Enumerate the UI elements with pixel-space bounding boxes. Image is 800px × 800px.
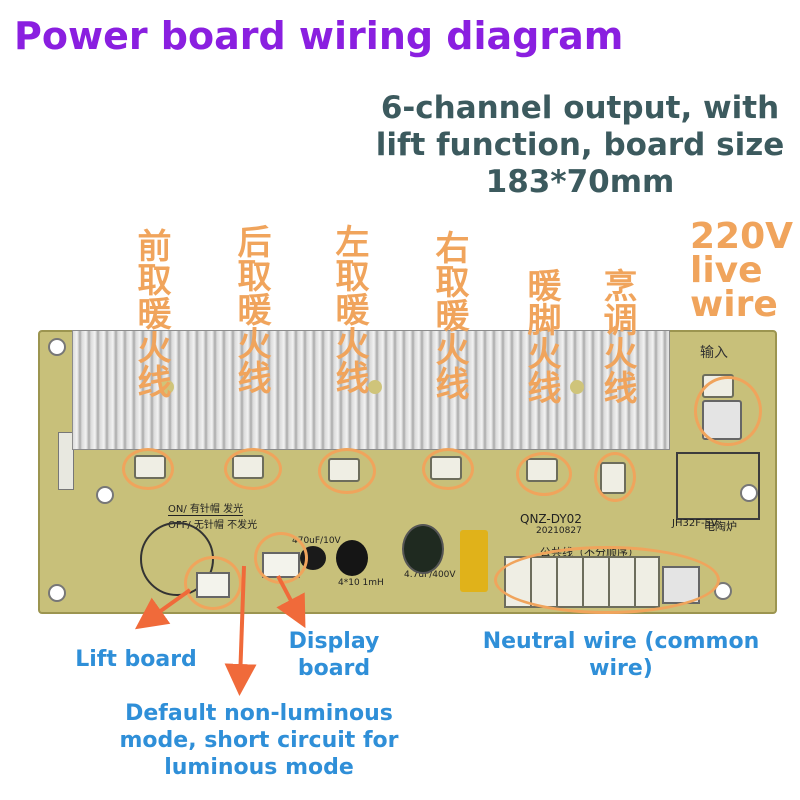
inductor: [336, 540, 368, 576]
diagram-title: Power board wiring diagram: [14, 14, 624, 58]
channel-label-foot-heat: 暖脚火线: [521, 268, 561, 404]
terminal-highlight-ring: [224, 448, 282, 490]
terminal-highlight-ring: [594, 452, 636, 502]
relay-outline: [676, 452, 760, 520]
lift-connector-highlight-ring: [184, 556, 242, 610]
mount-hole: [48, 584, 66, 602]
lift-arrow: [134, 588, 192, 630]
neutral-highlight-ring: [494, 546, 720, 614]
edge-connector: [58, 432, 74, 490]
neutral-wire-label: Neutral wire (common wire): [482, 629, 760, 681]
stove-marking: 电陶炉: [704, 520, 737, 533]
relay-marking: JH32F-5V: [672, 518, 718, 529]
jumper-arrow: [224, 565, 257, 696]
display-board-label: Display board: [288, 629, 380, 681]
off-marking: OFF/ 无针帽 不发光: [168, 520, 258, 531]
inductor-marking: 4*10 1mH: [338, 578, 384, 588]
channel-label-left-heat: 左取暖火线: [329, 224, 369, 394]
heatsink-screw: [368, 380, 382, 394]
mount-hole: [96, 486, 114, 504]
channel-label-cooking: 烹调火线: [597, 268, 637, 404]
terminal-highlight-ring: [516, 452, 572, 496]
display-arrow: [276, 575, 306, 629]
live-input-tag: 输入: [700, 345, 728, 361]
lift-board-label: Lift board: [75, 647, 197, 672]
heatsink-screw: [160, 380, 174, 394]
channel-label-front-heat: 前取暖火线: [131, 228, 171, 398]
default-mode-label: Default non-luminous mode, short circuit…: [119, 701, 399, 780]
live-input-highlight-ring: [694, 376, 762, 446]
mount-hole: [48, 338, 66, 356]
on-marking: ON/ 有针帽 发光: [168, 500, 244, 516]
cap2-marking: 4.7uF/400V: [404, 570, 456, 580]
date-marking: 20210827: [536, 526, 582, 536]
capacitor: [402, 524, 444, 574]
mount-hole: [740, 484, 758, 502]
terminal-highlight-ring: [122, 448, 174, 490]
mount-hole: [714, 582, 732, 600]
channel-label-right-heat: 右取暖火线: [429, 230, 469, 400]
model-marking: QNZ-DY02: [520, 512, 582, 526]
diagram-subtitle: 6-channel output, with lift function, bo…: [375, 90, 785, 200]
live-wire-label: 220V live wire: [690, 216, 794, 325]
cap1-marking: 470uF/10V: [292, 536, 341, 546]
terminal-highlight-ring: [422, 448, 474, 490]
heatsink-screw: [570, 380, 584, 394]
film-capacitor: [460, 530, 488, 592]
terminal-highlight-ring: [318, 448, 376, 494]
channel-label-rear-heat: 后取暖火线: [231, 224, 271, 394]
